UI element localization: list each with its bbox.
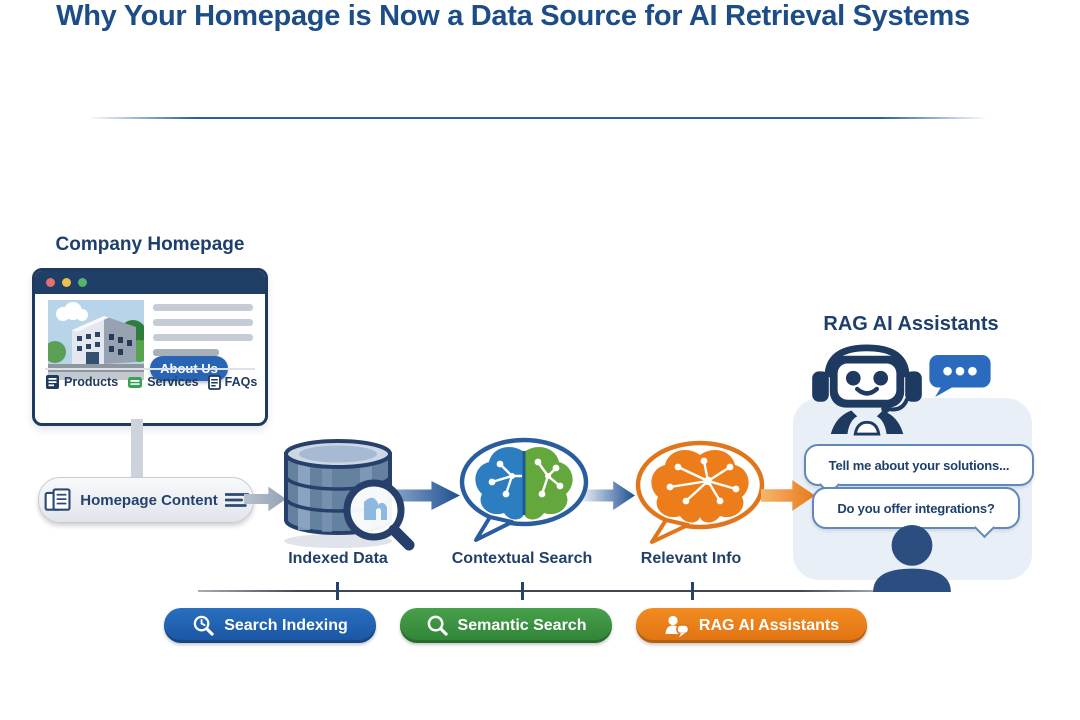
nav-item-faqs[interactable]: FAQs — [207, 374, 257, 390]
window-close-dot — [46, 278, 55, 287]
text-line-placeholder — [153, 334, 253, 341]
content-document-icon — [44, 488, 71, 511]
nav-item-services[interactable]: Services — [127, 375, 199, 390]
step-label-contextual-search: Contextual Search — [451, 550, 593, 567]
title-divider — [88, 117, 988, 119]
person-chat-icon — [665, 615, 690, 637]
chat-dots-icon — [929, 354, 991, 398]
legend-button-search-indexing[interactable]: Search Indexing — [164, 608, 376, 643]
browser-to-pill-connector — [131, 419, 143, 480]
magnifier-icon — [427, 615, 448, 636]
baseline-tick — [691, 582, 694, 600]
assistants-heading: RAG AI Assistants — [823, 313, 999, 335]
text-line-placeholder — [153, 304, 253, 311]
homepage-content-node: Homepage Content — [38, 477, 254, 523]
baseline-tick — [336, 582, 339, 600]
robot-assistant-icon — [812, 344, 922, 436]
chat-message-1: Tell me about your solutions... — [804, 444, 1034, 496]
user-silhouette-icon — [873, 524, 951, 592]
chat-message-2: Do you offer integrations? — [812, 487, 1020, 539]
window-minimize-dot — [62, 278, 71, 287]
window-maximize-dot — [78, 278, 87, 287]
legend-button-rag-ai-assistants[interactable]: RAG AI Assistants — [636, 608, 867, 643]
browser-titlebar — [35, 271, 265, 294]
homepage-nav: Products Services FAQs — [45, 374, 261, 390]
faqs-document-icon — [207, 374, 221, 390]
text-line-placeholder — [153, 319, 253, 326]
page-title: Why Your Homepage is Now a Data Source f… — [56, 0, 970, 32]
nav-item-products[interactable]: Products — [45, 374, 118, 390]
legend-button-semantic-search[interactable]: Semantic Search — [400, 608, 612, 643]
speech-bubble-brain-icon — [459, 437, 589, 542]
step-label-relevant-info: Relevant Info — [640, 550, 742, 567]
text-line-placeholder — [153, 349, 219, 356]
speech-bubble-brain-orange-icon — [635, 440, 765, 544]
homepage-content-label: Homepage Content — [80, 491, 218, 509]
step-label-indexed-data: Indexed Data — [288, 550, 388, 567]
clock-magnifier-icon — [193, 615, 214, 636]
database-magnifier-icon — [284, 439, 415, 551]
baseline-tick — [521, 582, 524, 600]
services-stack-icon — [128, 376, 143, 388]
browser-window: About Us Products Services — [32, 268, 268, 426]
homepage-heading: Company Homepage — [55, 234, 245, 255]
browser-footer-divider — [45, 368, 255, 370]
legend-baseline — [198, 590, 882, 592]
products-document-icon — [46, 375, 59, 389]
